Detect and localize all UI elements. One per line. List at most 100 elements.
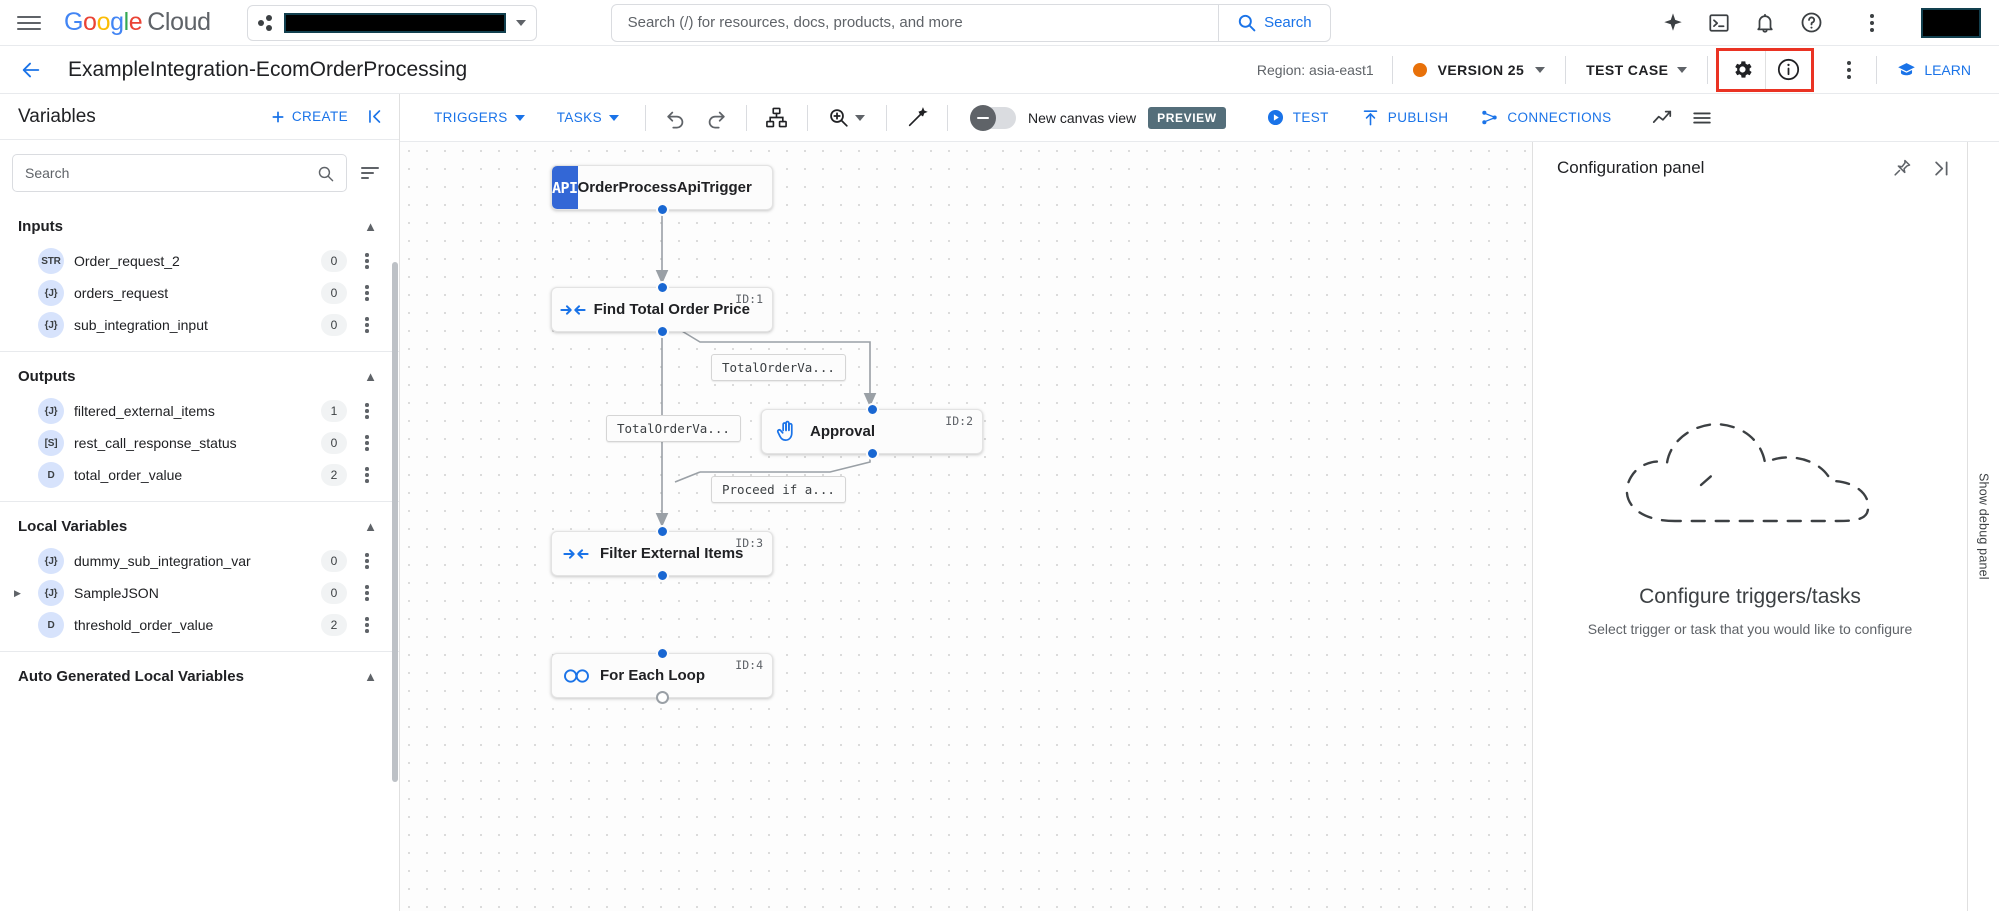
node-port-bottom[interactable] xyxy=(655,325,669,338)
learn-button[interactable]: LEARN xyxy=(1877,60,1985,79)
sidebar-scrollbar[interactable] xyxy=(392,262,398,782)
search-icon xyxy=(318,166,334,181)
version-selector[interactable]: VERSION 25 xyxy=(1393,62,1565,78)
configuration-panel-body: Configure triggers/tasks Select trigger … xyxy=(1533,194,1967,911)
edge-condition-label[interactable]: Proceed if a... xyxy=(711,476,846,503)
chevron-up-icon: ▲ xyxy=(364,519,377,534)
connections-button[interactable]: CONNECTIONS xyxy=(1464,108,1627,127)
variable-more-options-icon[interactable] xyxy=(357,467,377,483)
node-port-top[interactable] xyxy=(865,403,879,416)
analytics-button[interactable] xyxy=(1642,98,1682,138)
settings-button[interactable] xyxy=(1719,51,1765,89)
variable-group-header[interactable]: Outputs▲ xyxy=(0,352,399,395)
flow-node-label: Approval xyxy=(810,423,876,440)
search-input[interactable] xyxy=(611,4,1219,41)
variable-group-header[interactable]: Local Variables▲ xyxy=(0,502,399,545)
variable-usage-count: 0 xyxy=(321,282,347,304)
pin-icon[interactable] xyxy=(1892,158,1912,178)
variable-more-options-icon[interactable] xyxy=(357,553,377,569)
integration-more-options-icon[interactable] xyxy=(1830,51,1868,89)
new-canvas-view-toggle[interactable] xyxy=(969,104,1016,131)
back-button[interactable] xyxy=(14,53,48,87)
variable-more-options-icon[interactable] xyxy=(357,317,377,333)
search-button[interactable]: Search xyxy=(1218,4,1330,41)
project-selector[interactable] xyxy=(246,4,537,41)
cloud-shell-icon[interactable] xyxy=(1707,11,1731,35)
global-search-bar[interactable]: Search xyxy=(610,3,1331,42)
variables-search-input[interactable] xyxy=(25,165,317,181)
header-more-options-icon[interactable] xyxy=(1853,4,1891,42)
edge-condition-label[interactable]: TotalOrderVa... xyxy=(606,415,741,442)
help-icon[interactable] xyxy=(1799,11,1823,35)
variable-type-badge: {J} xyxy=(38,580,64,606)
collapse-sidebar-button[interactable] xyxy=(366,107,385,126)
node-port-top[interactable] xyxy=(655,281,669,294)
node-port-bottom[interactable] xyxy=(655,691,669,704)
version-status-dot xyxy=(1412,62,1427,77)
chevron-up-icon: ▲ xyxy=(364,369,377,384)
show-debug-panel-button[interactable]: Show debug panel xyxy=(1967,142,1999,911)
notifications-bell-icon[interactable] xyxy=(1753,11,1777,35)
variable-usage-count: 0 xyxy=(321,314,347,336)
triggers-menu[interactable]: TRIGGERS xyxy=(418,110,541,125)
info-button[interactable] xyxy=(1765,50,1811,89)
node-port-top[interactable] xyxy=(655,647,669,660)
variable-more-options-icon[interactable] xyxy=(357,585,377,601)
node-port-bottom[interactable] xyxy=(865,447,879,460)
redo-button[interactable] xyxy=(696,98,736,138)
test-button[interactable]: TEST xyxy=(1250,108,1345,127)
graduation-cap-icon xyxy=(1898,63,1916,76)
analytics-icon xyxy=(1652,110,1671,123)
undo-button[interactable] xyxy=(656,98,696,138)
node-port-bottom[interactable] xyxy=(655,569,669,582)
create-variable-button[interactable]: CREATE xyxy=(270,109,348,125)
hamburger-menu-icon[interactable] xyxy=(14,8,44,38)
variable-more-options-icon[interactable] xyxy=(357,617,377,633)
sort-variables-icon[interactable] xyxy=(361,167,383,179)
zoom-control[interactable] xyxy=(818,98,876,138)
divider xyxy=(806,104,808,131)
variables-search-box[interactable] xyxy=(12,154,347,192)
variable-more-options-icon[interactable] xyxy=(357,253,377,269)
publish-button[interactable]: PUBLISH xyxy=(1345,108,1465,127)
tasks-menu[interactable]: TASKS xyxy=(541,110,635,125)
variable-group-header[interactable]: Auto Generated Local Variables▲ xyxy=(0,652,399,695)
chevron-down-icon xyxy=(1535,66,1546,73)
auto-layout-button[interactable] xyxy=(757,98,797,138)
variable-more-options-icon[interactable] xyxy=(357,435,377,451)
expand-variable-icon[interactable]: ▶ xyxy=(14,587,21,598)
variable-group-header[interactable]: Inputs▲ xyxy=(0,202,399,245)
magic-wand-button[interactable] xyxy=(897,98,937,138)
test-case-selector[interactable]: TEST CASE xyxy=(1566,62,1707,78)
variable-more-options-icon[interactable] xyxy=(357,403,377,419)
node-port-bottom[interactable] xyxy=(655,203,669,216)
gemini-sparkle-icon[interactable] xyxy=(1661,11,1685,35)
publish-label: PUBLISH xyxy=(1387,110,1449,125)
list-view-button[interactable] xyxy=(1682,98,1722,138)
canvas-toolbar: TRIGGERS TASKS xyxy=(400,94,1999,142)
flow-node-label: Find Total Order Price xyxy=(593,301,750,318)
expand-panel-icon[interactable] xyxy=(1930,158,1951,179)
node-port-top[interactable] xyxy=(655,525,669,538)
variable-group: Auto Generated Local Variables▲ xyxy=(0,651,399,705)
edge-condition-label[interactable]: TotalOrderVa... xyxy=(711,354,846,381)
variable-type-badge: {J} xyxy=(38,548,64,574)
variable-more-options-icon[interactable] xyxy=(357,285,377,301)
avatar-redacted[interactable] xyxy=(1921,7,1981,38)
